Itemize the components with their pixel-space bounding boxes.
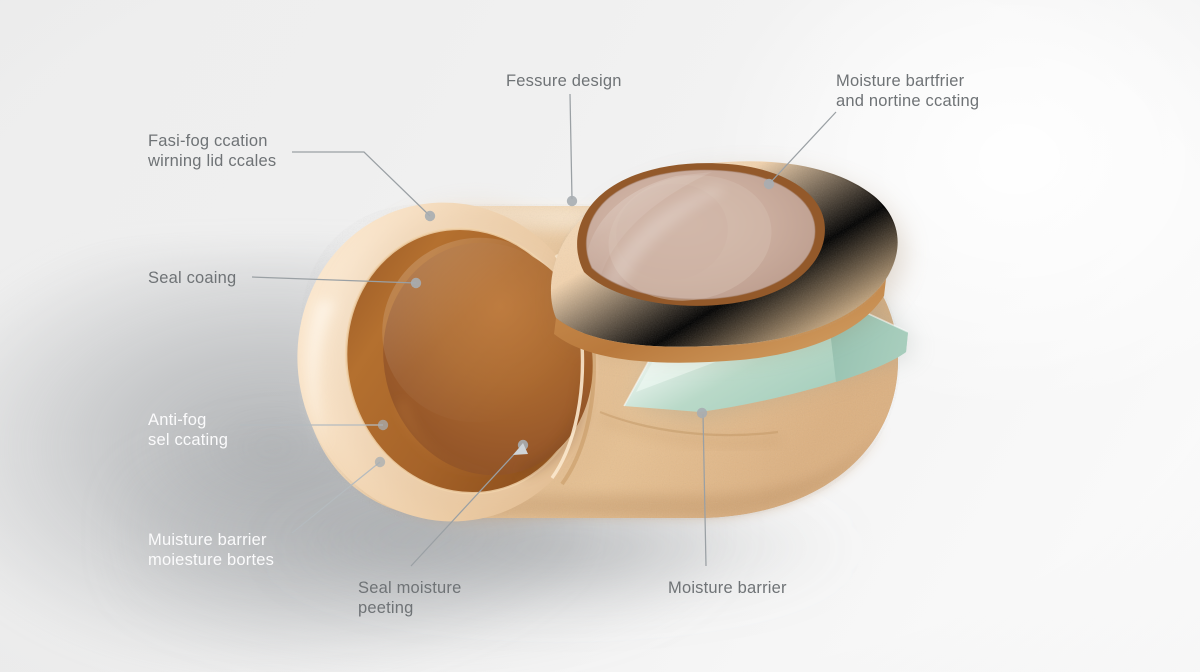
leader-line-fissure-design [569, 93, 573, 200]
leader-line-seal-coating [251, 276, 417, 284]
leader-line-seal-moisture-peeling [410, 448, 520, 567]
lid-flap-underside-edge [554, 279, 886, 363]
callout-dot-anti-fog-seal-coating[interactable] [377, 419, 389, 431]
callout-label-line: Fessure design [506, 72, 622, 90]
callout-dot-moisture-barrier-nitrile-coating[interactable] [763, 178, 775, 190]
callout-label-line: Moisture bartfrier [836, 72, 965, 90]
carton-seam-shadow [599, 415, 781, 446]
callout-dot-anti-fog-lid[interactable] [424, 210, 436, 222]
callout-label-line: Muisture barrier [148, 531, 267, 549]
callout-label-line: Seal moisture [358, 579, 462, 597]
callout-dot-moisture-barrier[interactable] [696, 407, 708, 419]
callout-label-line: Anti-fog [148, 411, 207, 429]
callout-label-moisture-barrier-nitrile-coating: Moisture bartfrier and nortine ccating [836, 71, 979, 111]
leader-line-moisture-barrier-bottles [291, 461, 381, 534]
lid-flap [550, 161, 905, 363]
lid-window-outline [585, 169, 816, 300]
callout-label-line: sel ccating [148, 431, 229, 449]
leader-line-anti-fog-lid [292, 151, 431, 217]
callout-label-line: wirning lid ccales [148, 152, 277, 170]
callout-label-fissure-design: Fessure design [506, 71, 622, 91]
carton-interior-bounce [398, 400, 510, 474]
arrowhead-seal-moisture-peeling [513, 443, 528, 455]
callout-label-anti-fog-lid: Fasi-fog ccation wirning lid ccales [148, 131, 276, 171]
callout-label-moisture-barrier-bottles: Muisture barrier moiesture bortes [148, 530, 274, 570]
carton-rim-highlight [307, 300, 336, 448]
callout-leaders [240, 93, 837, 567]
callout-label-line: Fasi-fog ccation [148, 132, 268, 150]
callout-label-line: Moisture barrier [668, 579, 787, 597]
callout-dot-moisture-barrier-bottles[interactable] [374, 456, 386, 468]
leader-line-moisture-barrier-nitrile [769, 111, 837, 184]
callout-label-line: moiesture bortes [148, 551, 275, 569]
callout-dot-seal-coating[interactable] [410, 277, 422, 289]
carton-interior-sheen [382, 237, 574, 423]
carton-interior-contact-shade [520, 360, 586, 476]
callout-dot-fissure-design[interactable] [566, 195, 578, 207]
callout-arrowheads [513, 443, 528, 455]
callout-label-seal-coating: Seal coaing [148, 268, 236, 288]
callout-label-seal-moisture-peeling: Seal moisture peeting [358, 578, 461, 618]
leader-line-moisture-barrier [702, 413, 707, 567]
callout-label-line: Seal coaing [148, 269, 237, 287]
lid-window-gloss [585, 172, 712, 278]
callout-label-moisture-barrier: Moisture barrier [668, 578, 787, 598]
callout-label-line: peeting [358, 599, 414, 617]
callout-label-anti-fog-seal-coating: Anti-fog sel ccating [148, 410, 228, 450]
callout-label-line: and nortine ccating [836, 92, 980, 110]
